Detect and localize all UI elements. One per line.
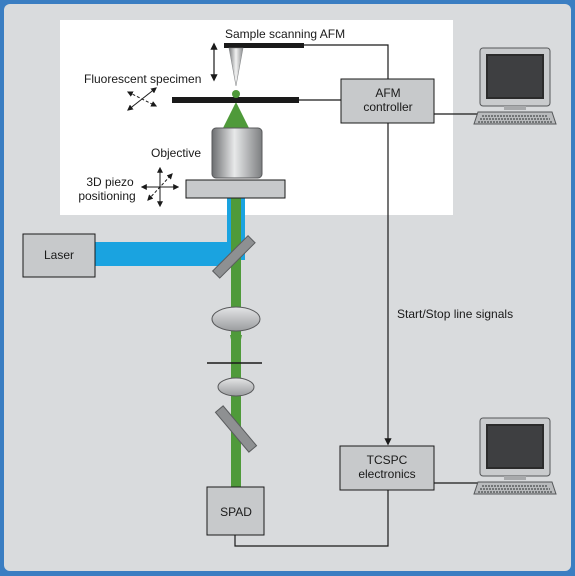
tcspc-electronics-box [339,445,435,491]
label-tcspc-line2: electronics [358,467,415,481]
dichroic-mirror [211,234,256,279]
fluorescence-focus-cone [230,335,242,362]
computer-icon [473,47,557,125]
fluorescence-diverge-cone [230,362,242,380]
fluorescent-particle [232,90,240,98]
label-afm-controller-line2: controller [363,100,412,114]
afm-tip [228,47,244,87]
specimen-slide [172,97,299,103]
laser-beam-horizontal [88,242,235,266]
label-tcspc-line1: TCSPC [367,453,408,467]
label-fluorescent-specimen: Fluorescent specimen [84,72,201,86]
objective-lens [211,127,263,179]
filter-plate [214,405,258,453]
afm-cantilever [224,43,304,48]
tube-lens [211,306,261,332]
label-spad: SPAD [220,505,252,519]
collimating-lens [217,377,255,397]
cantilever-to-controller-line [304,44,389,79]
piezo-y-arrow [147,173,173,201]
piezo-stage [185,179,286,199]
label-start-stop-signals: Start/Stop line signals [397,307,513,321]
label-afm-controller-line1: AFM [375,86,400,100]
label-piezo-line2: positioning [78,189,135,203]
fluorescence-cone-upper [222,102,250,130]
label-objective: Objective [151,146,201,160]
label-piezo-line1: 3D piezo [86,175,134,189]
label-sample-scanning-afm: Sample scanning AFM [225,27,345,41]
spad-to-tcspc-line [234,490,389,547]
laser-box [22,233,96,278]
xy-scan-arrow-dashed [126,91,158,107]
computer-icon [473,417,557,495]
afm-controller-box [340,78,435,124]
spad-detector-box [206,486,265,536]
label-laser: Laser [44,248,74,262]
